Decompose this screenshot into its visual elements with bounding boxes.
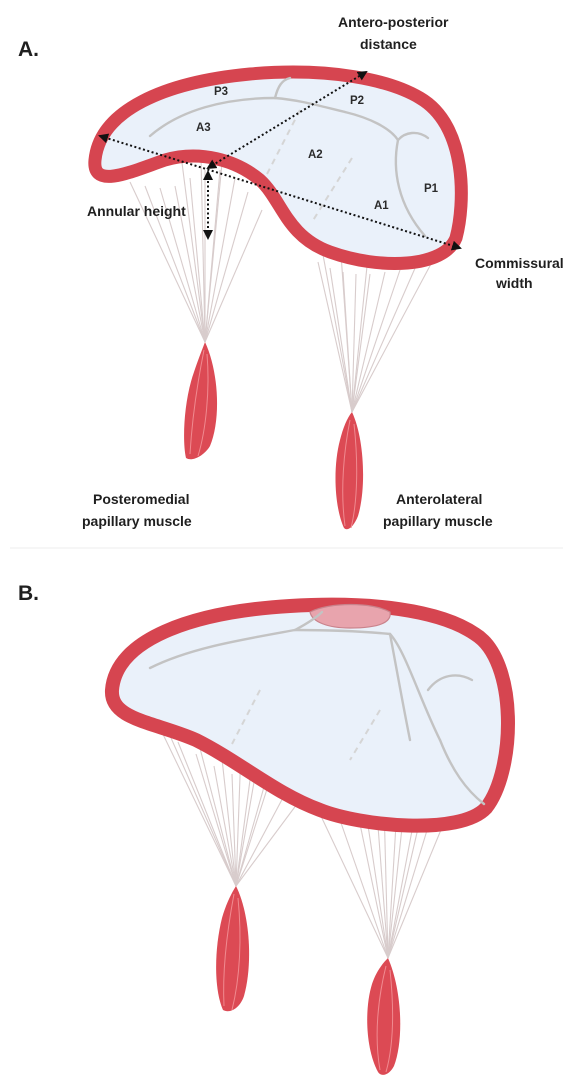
commissural-width-label-line1: Commissural bbox=[475, 255, 564, 271]
annular-height-label: Annular height bbox=[87, 203, 186, 219]
commissural-width-label-line2: width bbox=[495, 275, 533, 291]
segment-a3: A3 bbox=[196, 122, 211, 134]
ap-distance-label-line1: Antero-posterior bbox=[338, 14, 449, 30]
anterolateral-papillary-muscle-a bbox=[335, 412, 363, 529]
segment-p1: P1 bbox=[424, 183, 439, 195]
anterolateral-papillary-muscle-b bbox=[367, 958, 400, 1075]
posteromedial-label-line1: Posteromedial bbox=[93, 491, 189, 507]
leaflet-b bbox=[112, 605, 508, 826]
posteromedial-label-line2: papillary muscle bbox=[82, 513, 192, 529]
ap-distance-label-line2: distance bbox=[360, 36, 417, 52]
anterolateral-label-line2: papillary muscle bbox=[383, 513, 493, 529]
anterolateral-label-line1: Anterolateral bbox=[396, 491, 482, 507]
panel-b: B. bbox=[18, 582, 508, 1075]
posteromedial-papillary-muscle-b bbox=[216, 886, 249, 1011]
panel-a-label: A. bbox=[18, 38, 39, 61]
segment-p3: P3 bbox=[214, 86, 228, 98]
segment-p2: P2 bbox=[350, 95, 364, 107]
panel-b-label: B. bbox=[18, 582, 39, 605]
segment-a2: A2 bbox=[308, 149, 323, 161]
panel-a: A. bbox=[18, 14, 564, 529]
posteromedial-papillary-muscle-a bbox=[184, 342, 217, 459]
segment-a1: A1 bbox=[374, 200, 389, 212]
